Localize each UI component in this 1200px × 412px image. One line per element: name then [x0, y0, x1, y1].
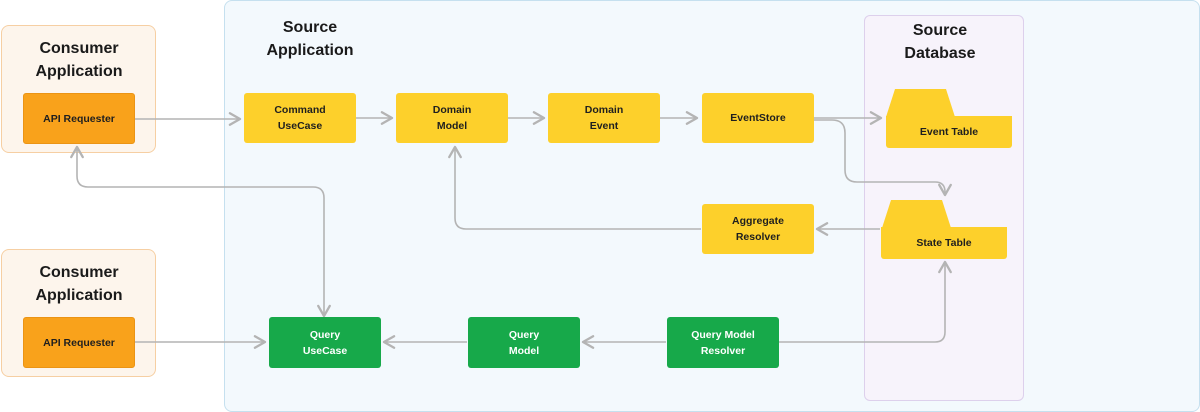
- event-table-label: Event Table: [919, 126, 979, 138]
- aggregate-resolver-label-line2: Resolver: [735, 231, 781, 243]
- domain-model-node: Domain Model: [396, 93, 508, 143]
- api-requester-top-label: API Requester: [43, 112, 115, 125]
- query-model-label-line2: Model: [508, 344, 540, 357]
- domain-model-label-line2: Model: [436, 120, 468, 132]
- arrow-query-model-resolver-to-state-table: [779, 260, 952, 343]
- domain-model-label-line1: Domain: [432, 104, 472, 116]
- api-requester-top: API Requester: [23, 93, 135, 144]
- query-usecase-node: Query UseCase: [269, 317, 381, 368]
- query-model-resolver-node: Query Model Resolver: [667, 317, 779, 368]
- eventstore-node: EventStore: [702, 93, 814, 143]
- source-application-title-line1: Source: [282, 19, 338, 36]
- domain-event-label-line1: Domain: [584, 104, 624, 116]
- query-usecase-label-line2: UseCase: [302, 344, 348, 357]
- source-application-title: Source Application: [262, 16, 358, 62]
- aggregate-resolver-label-line1: Aggregate: [732, 215, 784, 227]
- domain-event-node: Domain Event: [548, 93, 660, 143]
- source-database-title-line1: Source: [912, 22, 968, 39]
- arrow-eventstore-to-state-table: [814, 119, 952, 197]
- query-usecase-label-line1: Query: [309, 328, 341, 341]
- command-usecase-node: Command UseCase: [244, 93, 356, 143]
- arrow-query-usecase-to-requester: [70, 145, 331, 318]
- event-table-top-shape: [886, 89, 955, 117]
- api-requester-bottom-label: API Requester: [43, 336, 115, 349]
- eventstore-label: EventStore: [730, 112, 786, 124]
- source-database-title-line2: Database: [904, 45, 976, 62]
- state-table-label: State Table: [916, 237, 972, 249]
- query-model-label-line1: Query: [508, 328, 540, 341]
- consumer-title-top-line2: Application: [35, 63, 123, 80]
- domain-event-label-line2: Event: [589, 120, 619, 132]
- api-requester-bottom: API Requester: [23, 317, 135, 368]
- command-usecase-label-line1: Command: [274, 104, 326, 116]
- event-table-node: Event Table: [886, 116, 1012, 148]
- source-database-title: Source Database: [880, 19, 1000, 65]
- query-model-node: Query Model: [468, 317, 580, 368]
- arrow-aggregate-resolver-to-domain-model: [448, 145, 701, 230]
- query-model-resolver-label-line2: Resolver: [700, 344, 746, 357]
- state-table-node: State Table: [881, 227, 1007, 259]
- query-model-resolver-label-line1: Query Model: [691, 328, 755, 341]
- consumer-application-title-top: Consumer Application: [10, 37, 148, 83]
- aggregate-resolver-node: Aggregate Resolver: [702, 204, 814, 254]
- source-application-title-line2: Application: [266, 42, 354, 59]
- consumer-title-top-line1: Consumer: [39, 40, 119, 57]
- command-usecase-label-line2: UseCase: [277, 120, 323, 132]
- state-table-top-shape: [882, 200, 951, 228]
